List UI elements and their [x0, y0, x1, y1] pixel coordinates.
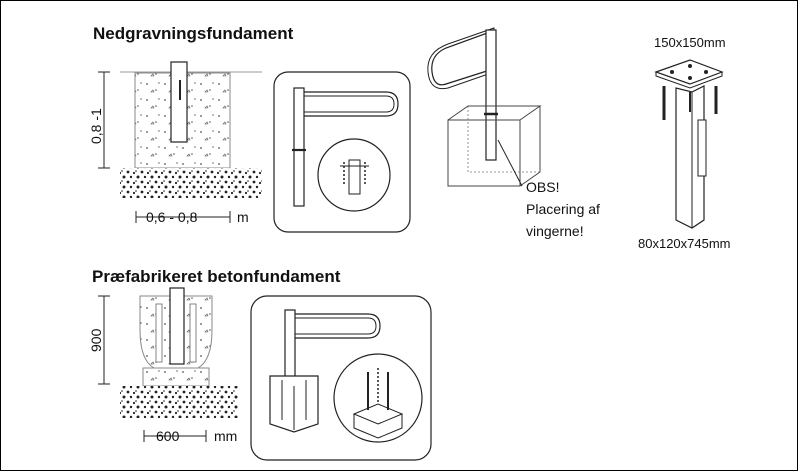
obs-note: OBS! — [526, 179, 559, 195]
width-unit-label: m — [237, 209, 249, 225]
heading-praefabrikeret-betonfundament: Præfabrikeret betonfundament — [92, 267, 341, 286]
placement-note-line3: vingerne! — [526, 223, 584, 239]
bottom-width-label: 600 — [156, 428, 180, 444]
bottom-unit-label: mm — [214, 428, 237, 444]
plate-size-label: 150x150mm — [654, 35, 726, 50]
buried-foundation-section — [98, 61, 262, 223]
prefab-grab-bar-detail-box — [250, 295, 432, 461]
post-in-block-illustration — [427, 27, 542, 187]
heading-nedgravningsfundament: Nedgravningsfundament — [93, 24, 294, 43]
depth-dimension-label: 0,8 -1 — [88, 108, 104, 144]
post-size-label: 80x120x745mm — [638, 236, 731, 251]
grab-bar-detail-box — [273, 71, 411, 233]
height-dimension-label: 900 — [88, 328, 104, 352]
placement-note-line2: Placering af — [526, 201, 600, 217]
post-with-base-plate — [654, 59, 724, 229]
width-dimension-label: 0,6 - 0,8 — [146, 209, 198, 225]
prefab-foundation-section — [98, 287, 238, 442]
